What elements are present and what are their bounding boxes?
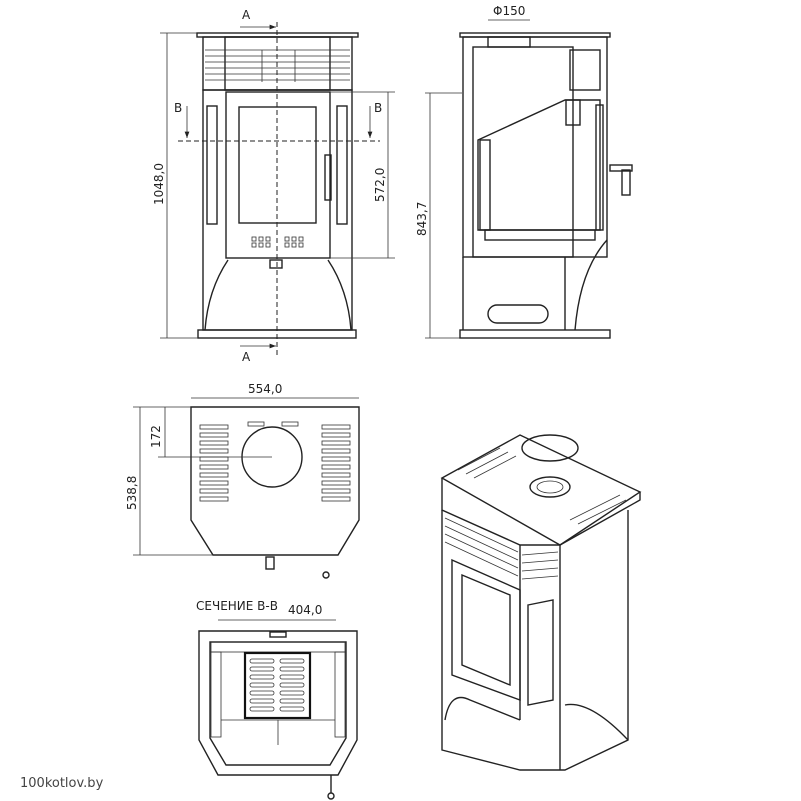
door-height-dimension: 572,0 xyxy=(373,168,387,202)
height-dimension: 1048,0 xyxy=(152,163,166,205)
section-b-b-view xyxy=(198,619,358,800)
front-view xyxy=(160,22,462,355)
section-a-label-bottom: A xyxy=(242,350,251,364)
section-a-label-top: A xyxy=(242,8,251,22)
isometric-view xyxy=(440,434,642,771)
section-title: СЕЧЕНИЕ В-В xyxy=(196,599,278,613)
firebox-height-dimension: 843,7 xyxy=(415,202,429,236)
watermark: 100kotlov.by xyxy=(20,776,104,791)
section-b-label-right: B xyxy=(374,101,382,115)
side-view xyxy=(459,19,633,339)
flue-offset-dimension: 172 xyxy=(149,425,163,448)
section-width-dimension: 404,0 xyxy=(288,603,322,617)
flue-diameter-dimension: Φ150 xyxy=(493,4,525,18)
top-view xyxy=(133,397,360,579)
section-b-label-left: B xyxy=(174,101,182,115)
depth-dimension: 538,8 xyxy=(125,476,139,510)
top-width-dimension: 554,0 xyxy=(248,382,282,396)
